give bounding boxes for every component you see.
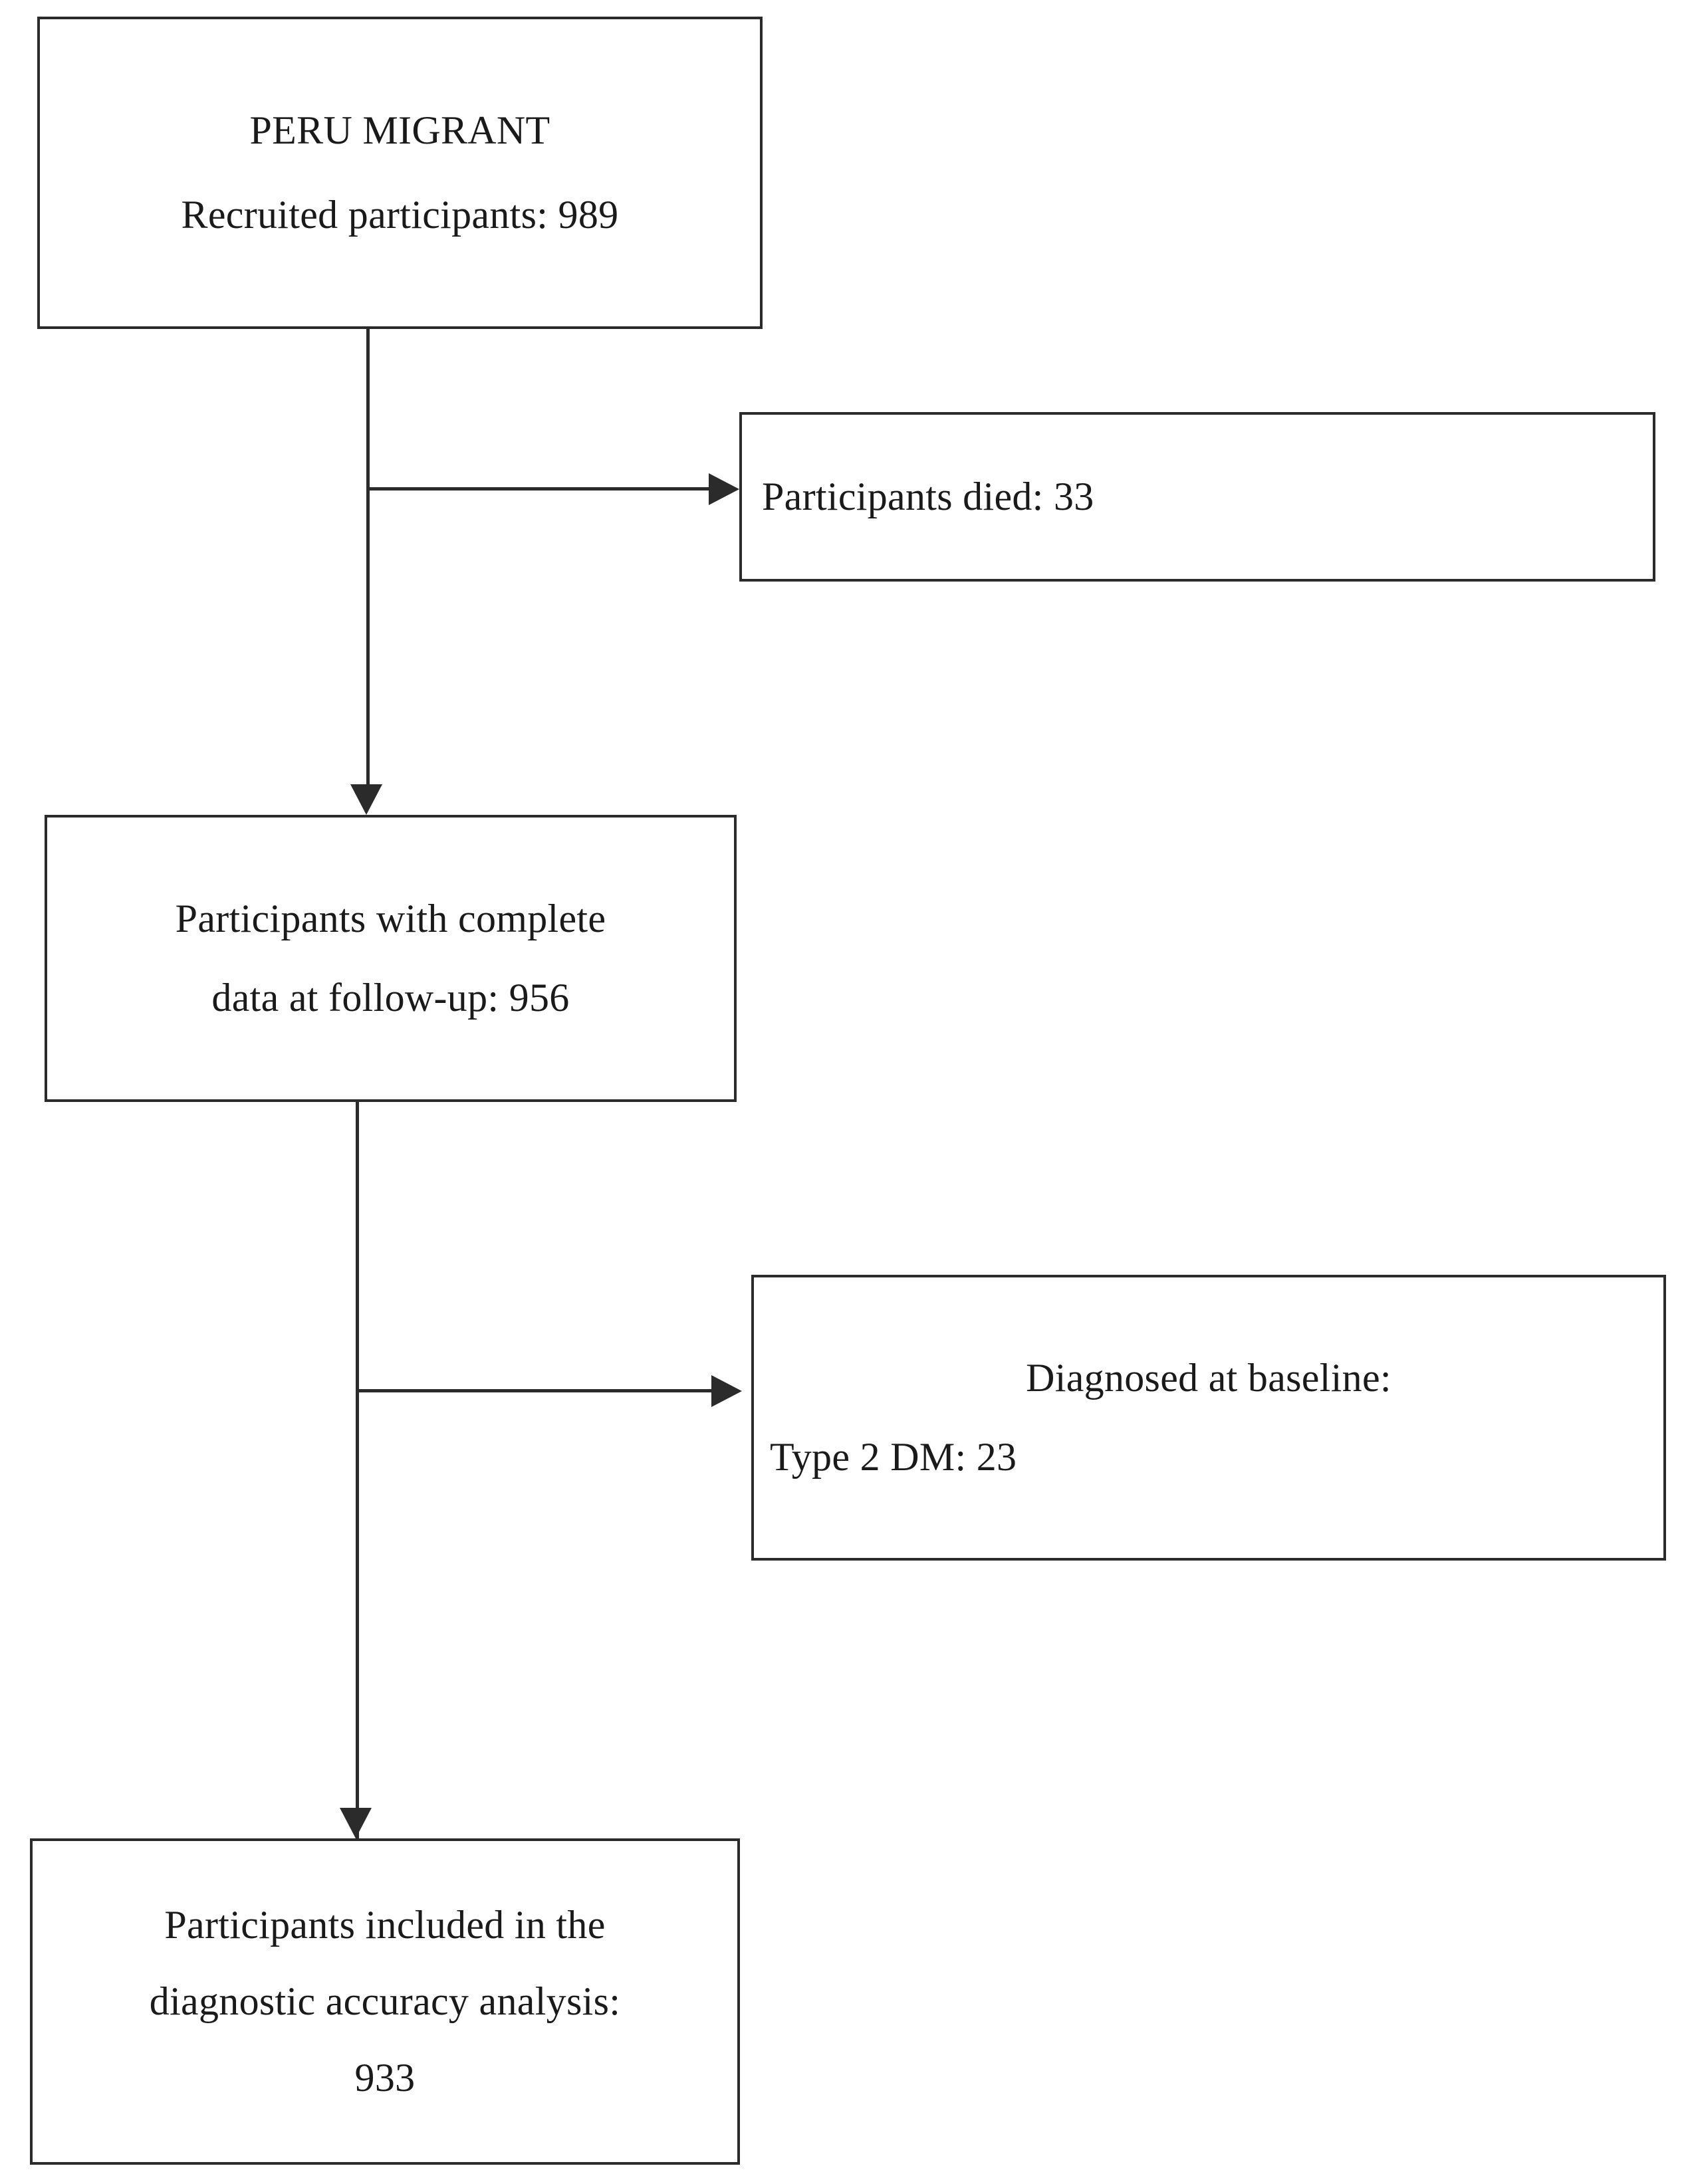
- node-included-in-analysis: Participants included in the diagnostic …: [30, 1838, 740, 2165]
- node-included-line-2: diagnostic accuracy analysis:: [149, 1979, 621, 2023]
- node-died-line-1: Participants died: 33: [762, 475, 1094, 518]
- node-complete-followup-data: Participants with complete data at follo…: [45, 815, 737, 1102]
- node-included-line-3: 933: [354, 2056, 416, 2100]
- arrowhead-right-icon: [709, 473, 739, 505]
- node-died-body: Participants died: 33: [742, 474, 1653, 520]
- node-diagnosed-body: Diagnosed at baseline: Type 2 DM: 23: [754, 1355, 1663, 1480]
- connector-complete-to-included: [356, 1102, 359, 1838]
- node-diagnosed-at-baseline: Diagnosed at baseline: Type 2 DM: 23: [751, 1275, 1666, 1561]
- node-complete-body: Participants with complete data at follo…: [47, 896, 734, 1021]
- node-participants-died: Participants died: 33: [739, 412, 1655, 582]
- node-recruited-line-1: PERU MIGRANT: [249, 108, 550, 152]
- arrowhead-down-icon: [350, 784, 382, 815]
- connector-recruited-to-died: [366, 487, 725, 491]
- node-recruited-participants: PERU MIGRANT Recruited participants: 989: [37, 17, 763, 329]
- node-included-body: Participants included in the diagnostic …: [33, 1902, 737, 2101]
- connector-recruited-to-complete: [366, 329, 370, 802]
- node-recruited-line-2: Recruited participants: 989: [181, 193, 619, 237]
- node-diagnosed-line-2: Type 2 DM: 23: [770, 1435, 1017, 1479]
- node-complete-line-1: Participants with complete: [175, 897, 606, 940]
- connector-complete-to-diagnosed: [356, 1389, 728, 1392]
- node-diagnosed-line-1: Diagnosed at baseline:: [1026, 1356, 1391, 1400]
- node-recruited-body: PERU MIGRANT Recruited participants: 989: [40, 108, 760, 238]
- node-included-line-1: Participants included in the: [164, 1903, 606, 1947]
- arrowhead-down-icon: [340, 1808, 372, 1838]
- node-complete-line-2: data at follow-up: 956: [211, 976, 570, 1020]
- arrowhead-right-icon: [711, 1375, 742, 1407]
